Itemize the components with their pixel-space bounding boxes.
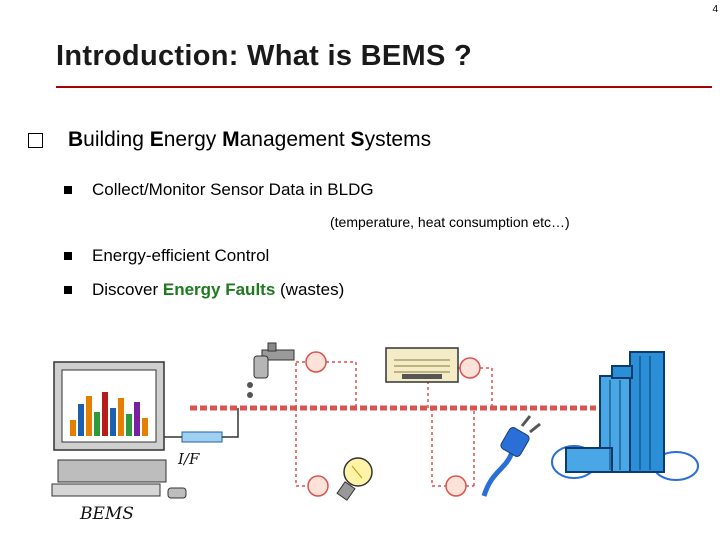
word-building: uilding (83, 128, 150, 151)
word-management: anagement (239, 128, 351, 151)
bems-expansion: Building Energy Management Systems (68, 128, 431, 152)
water-faucet-icon (247, 342, 295, 398)
initial-m: M (222, 128, 240, 151)
hollow-square-bullet-icon (28, 132, 43, 148)
page-number: 4 (712, 4, 718, 15)
discover-suffix: (wastes) (275, 280, 345, 299)
initial-b: B (68, 128, 84, 151)
sensor-node-icon (305, 351, 327, 373)
sub-bullet-discover-text: Discover Energy Faults (wastes) (92, 280, 344, 300)
discover-prefix: Discover (92, 280, 163, 299)
computer-workstation-icon (51, 361, 187, 499)
sub-bullet-control-text: Energy-efficient Control (92, 246, 270, 265)
sensor-node-icon (307, 475, 329, 497)
title-underline (56, 86, 712, 88)
collect-note: (temperature, heat consumption etc…) (330, 214, 570, 230)
sensor-node-icon (459, 357, 481, 379)
energy-faults-highlight: Energy Faults (162, 280, 276, 299)
initial-s: S (350, 128, 365, 151)
interface-link (222, 408, 239, 438)
power-plug-icon (481, 415, 541, 497)
sub-bullet-discover: Discover Energy Faults (wastes) (64, 280, 344, 300)
interface-label: I/F (178, 450, 200, 468)
bems-label: BEMS (80, 504, 134, 524)
sub-bullet-collect: Collect/Monitor Sensor Data in BLDG (64, 180, 374, 200)
sub-bullet-collect-text: Collect/Monitor Sensor Data in BLDG (92, 180, 374, 199)
light-bulb-icon (336, 457, 373, 501)
interface-box (181, 431, 223, 443)
office-building-icon (551, 351, 699, 481)
solid-square-bullet-icon (64, 252, 72, 260)
word-energy: nergy (163, 128, 223, 151)
bems-network-diagram (51, 342, 699, 501)
air-conditioner-icon (385, 347, 459, 383)
initial-e: E (149, 128, 164, 151)
main-bullet: Building Energy Management Systems (28, 128, 431, 152)
sub-bullet-control: Energy-efficient Control (64, 246, 269, 266)
solid-square-bullet-icon (64, 186, 72, 194)
solid-square-bullet-icon (64, 286, 72, 294)
slide-title: Introduction: What is BEMS ? (56, 40, 472, 72)
sensor-node-icon (445, 475, 467, 497)
word-systems: ystems (364, 128, 432, 151)
